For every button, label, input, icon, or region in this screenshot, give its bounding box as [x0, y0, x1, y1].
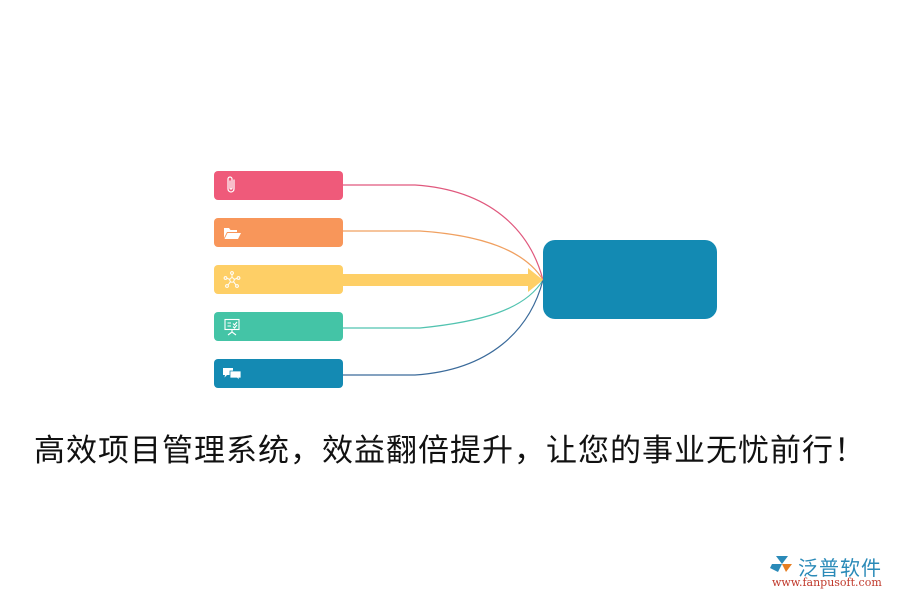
- node-chat: [214, 359, 343, 388]
- link-presentation: [343, 279, 544, 329]
- node-presentation: [214, 312, 343, 341]
- link-folder: [343, 230, 544, 281]
- network-hub-icon: [223, 271, 241, 288]
- presentation-board-icon: [224, 318, 240, 336]
- brand-url: www.fanpusoft.com: [772, 576, 882, 589]
- brand-name: 泛普软件: [798, 556, 882, 580]
- node-folder: [214, 218, 343, 247]
- chat-bubbles-icon: [223, 368, 242, 382]
- node-network: [214, 265, 343, 294]
- hub-node: [543, 240, 717, 319]
- folder-open-icon: [224, 228, 241, 239]
- brand-logo: 泛普软件 www.fanpusoft.com: [768, 552, 898, 592]
- fanpu-logo-icon: [770, 556, 792, 572]
- paperclip-icon: [227, 176, 235, 193]
- link-chat: [343, 279, 544, 376]
- main-arrow: [340, 268, 543, 292]
- link-attachment: [343, 184, 544, 281]
- headline: 高效项目管理系统，效益翻倍提升，让您的事业无忧前行！: [34, 433, 866, 469]
- node-attachment: [214, 171, 343, 200]
